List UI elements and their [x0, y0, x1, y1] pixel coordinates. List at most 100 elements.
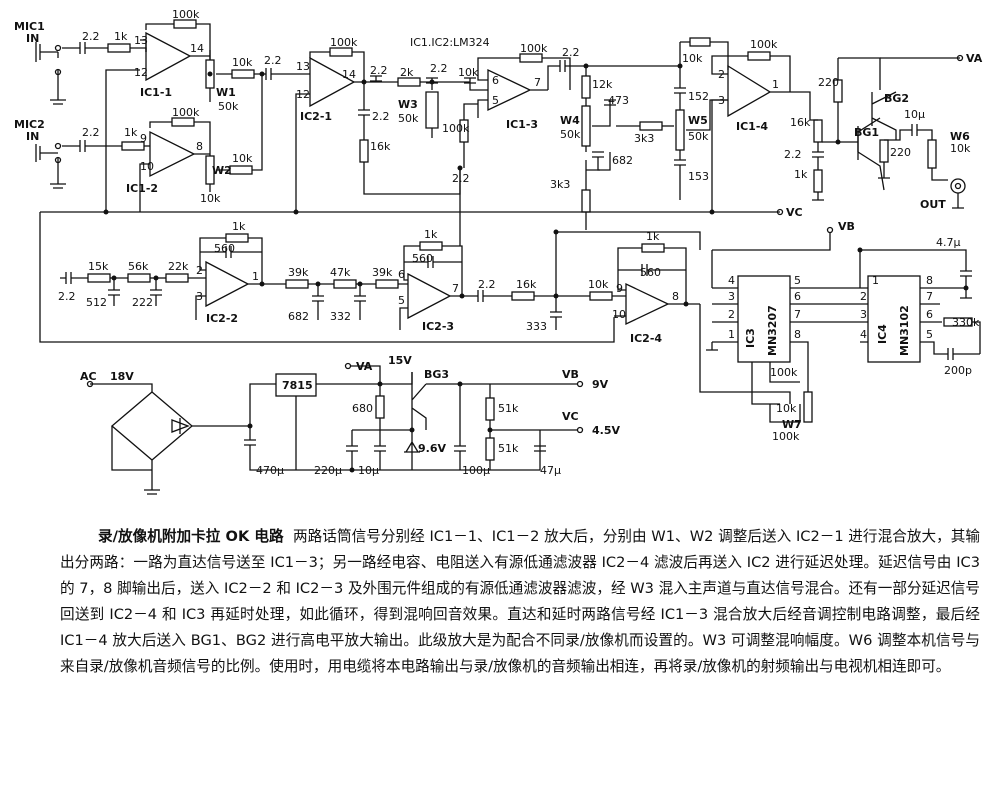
net-va-psu: VA	[356, 360, 373, 373]
pin-label: 6	[794, 290, 801, 303]
pin-label: 7	[452, 282, 459, 295]
pin-label: 8	[672, 290, 679, 303]
component-value: 12k	[592, 78, 613, 91]
pin-label: 6	[926, 308, 933, 321]
component-value: 100k	[772, 430, 800, 443]
mic2-label: MIC2	[14, 118, 45, 131]
chip-ic4-part: MN3102	[898, 305, 911, 356]
pin-label: 2	[728, 308, 735, 321]
pin-label: 8	[926, 274, 933, 287]
pot-w1: W1	[216, 86, 236, 99]
component-value: 333	[526, 320, 547, 333]
pin-label: 1	[772, 78, 779, 91]
pin-label: 7	[926, 290, 933, 303]
net-vb: VB	[838, 220, 855, 233]
ic-type-header: IC1.IC2:LM324	[410, 36, 490, 49]
component-value: 50k	[688, 130, 709, 143]
component-value: 512	[86, 296, 107, 309]
net-ac-voltage: 18V	[110, 370, 134, 383]
pin-label: 3	[196, 290, 203, 303]
pin-label: 3	[728, 290, 735, 303]
pin-label: 3	[718, 94, 725, 107]
component-value: 56k	[128, 260, 149, 273]
component-value: 100k	[770, 366, 798, 379]
pin-label: 14	[342, 68, 356, 81]
component-value: 1k	[794, 168, 808, 181]
pin-label: 5	[398, 294, 405, 307]
component-value: 220	[890, 146, 911, 159]
component-value: 682	[288, 310, 309, 323]
net-vc-psu: VC	[562, 410, 579, 423]
mic2-in-label: IN	[26, 130, 39, 143]
component-value: 16k	[790, 116, 811, 129]
net-va-voltage: 15V	[388, 354, 412, 367]
component-value: 100k	[520, 42, 548, 55]
pin-label: 1	[728, 328, 735, 341]
pin-label: 5	[492, 94, 499, 107]
chip-ic4: IC4	[876, 324, 889, 344]
pin-label: 12	[296, 88, 310, 101]
component-value: 200p	[944, 364, 972, 377]
pot-w4: W4	[560, 114, 580, 127]
pin-label: 2	[860, 290, 867, 303]
component-value: 10μ	[904, 108, 925, 121]
component-value: 560	[412, 252, 433, 265]
component-value: 10k	[588, 278, 609, 291]
pin-label: 13	[134, 34, 148, 47]
component-value: 3k3	[550, 178, 570, 191]
pin-label: 7	[534, 76, 541, 89]
opamp-ic1-4: IC1-4	[736, 120, 768, 133]
pin-label: 9	[140, 132, 147, 145]
component-value: 10k	[232, 56, 253, 69]
net-ac: AC	[80, 370, 97, 383]
component-value: 220μ	[314, 464, 342, 477]
pin-label: 1	[872, 274, 879, 287]
component-value: 51k	[498, 402, 519, 415]
caption: 录/放像机附加卡拉 OK 电路 两路话筒信号分别经 IC1－1、IC1－2 放大…	[60, 524, 980, 680]
component-value: 2.2	[264, 54, 282, 67]
component-value: 16k	[370, 140, 391, 153]
component-value: 10k	[232, 152, 253, 165]
component-value: 153	[688, 170, 709, 183]
component-value: 330k	[952, 316, 980, 329]
pot-w7: W7	[782, 418, 802, 431]
opamp-ic1-1: IC1-1	[140, 86, 172, 99]
transistor-bg1: BG1	[854, 126, 879, 139]
pin-label: 5	[926, 328, 933, 341]
component-value: 1k	[232, 220, 246, 233]
caption-body: 两路话筒信号分别经 IC1－1、IC1－2 放大后，分别由 W1、W2 调整后送…	[60, 528, 980, 675]
caption-title: 录/放像机附加卡拉 OK 电路	[97, 528, 284, 545]
component-value: 3k3	[634, 132, 654, 145]
pin-label: 4	[728, 274, 735, 287]
regulator-label: 7815	[282, 379, 313, 392]
component-value: 50k	[218, 100, 239, 113]
component-value: 2.2	[58, 290, 76, 303]
component-value: 332	[330, 310, 351, 323]
component-value: 10k	[776, 402, 797, 415]
component-value: 10k	[458, 66, 479, 79]
pin-label: 4	[860, 328, 867, 341]
component-value: 50k	[560, 128, 581, 141]
component-value: 682	[612, 154, 633, 167]
net-vc-voltage: 4.5V	[592, 424, 620, 437]
pin-label: 12	[134, 66, 148, 79]
opamp-ic2-1: IC2-1	[300, 110, 332, 123]
component-value: 470μ	[256, 464, 284, 477]
component-value: 1k	[646, 230, 660, 243]
component-value: 2.2	[478, 278, 496, 291]
pin-label: 6	[398, 268, 405, 281]
net-vc: VC	[786, 206, 803, 219]
component-value: 47μ	[540, 464, 561, 477]
component-value: 2.2	[82, 30, 100, 43]
component-value: 222	[132, 296, 153, 309]
pin-label: 2	[718, 68, 725, 81]
component-value: 100k	[330, 36, 358, 49]
component-value: 1k	[424, 228, 438, 241]
component-value: 51k	[498, 442, 519, 455]
component-value: 22k	[168, 260, 189, 273]
pin-label: 2	[196, 264, 203, 277]
component-value: 2.2	[784, 148, 802, 161]
pot-w2: W2	[212, 164, 232, 177]
pin-label: 8	[794, 328, 801, 341]
pin-label: 5	[794, 274, 801, 287]
